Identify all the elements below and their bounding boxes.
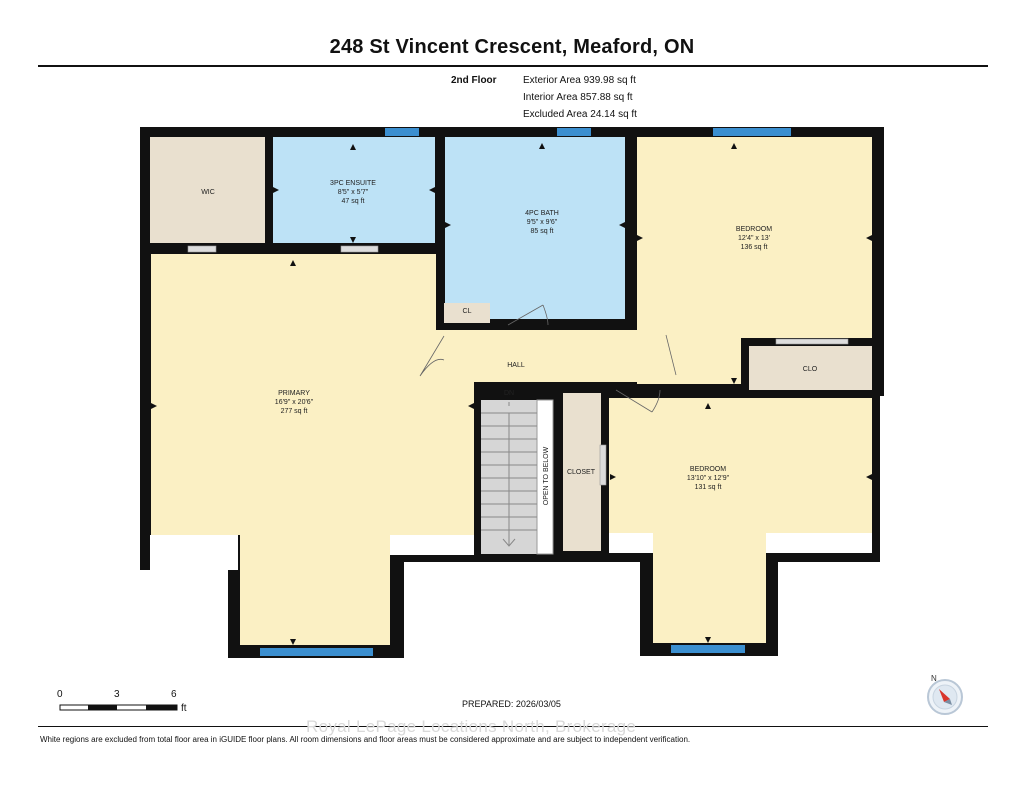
bedroom-2-area: 131 sq ft xyxy=(695,484,722,491)
scale-unit: ft xyxy=(181,703,187,714)
ensuite-area: 47 sq ft xyxy=(342,198,365,205)
floor-label: 2nd Floor xyxy=(451,75,497,86)
exterior-area: Exterior Area 939.98 sq ft xyxy=(523,75,636,86)
compass-north-label: N xyxy=(931,674,937,683)
label-wic: WIC xyxy=(201,189,215,196)
label-primary: PRIMARY xyxy=(278,390,310,397)
open-to-below xyxy=(536,399,554,555)
label-bedroom-1: BEDROOM xyxy=(736,226,772,233)
doors xyxy=(187,245,849,486)
watermark: Royal LePage Locations North, Brokerage xyxy=(306,717,637,736)
compass: N xyxy=(922,672,968,723)
excluded-region xyxy=(766,533,872,553)
room-bedroom-1 xyxy=(637,137,872,338)
label-cl: CL xyxy=(463,308,472,315)
room-clo xyxy=(749,346,872,390)
excluded-region xyxy=(609,533,653,553)
label-clo: CLO xyxy=(803,366,818,373)
excluded-area: Excluded Area 24.14 sq ft xyxy=(523,109,637,120)
compass-icon: N xyxy=(927,674,963,715)
room-4pc-bath xyxy=(445,137,625,319)
primary-area: 277 sq ft xyxy=(281,408,308,415)
area-summary: Exterior Area 939.98 sq ft Interior Area… xyxy=(523,72,637,123)
room-ensuite xyxy=(273,137,435,243)
room-hall xyxy=(444,330,666,382)
room-bedroom-2 xyxy=(609,398,872,643)
label-bedroom-2: BEDROOM xyxy=(690,466,726,473)
interior-area: Interior Area 857.88 sq ft xyxy=(523,92,633,103)
excluded-region xyxy=(390,535,474,555)
disclaimer: White regions are excluded from total fl… xyxy=(40,735,691,744)
room-primary xyxy=(151,254,474,645)
bedroom-1-area: 136 sq ft xyxy=(741,244,768,251)
room-cl xyxy=(444,303,490,323)
label-closet: CLOSET xyxy=(567,469,596,476)
label-ensuite: 3PC ENSUITE xyxy=(330,180,376,187)
page-title: 248 St Vincent Crescent, Meaford, ON xyxy=(329,36,695,58)
stair-treads xyxy=(481,402,537,547)
windows xyxy=(260,128,791,656)
bedroom-2-dims: 13'10" x 12'9" xyxy=(687,475,730,482)
room-closet xyxy=(563,393,601,551)
scale-tick-0: 0 xyxy=(57,689,63,700)
header-rule xyxy=(38,65,988,67)
ensuite-dims: 8'5" x 5'7" xyxy=(338,189,369,196)
bath-dims: 9'5" x 9'6" xyxy=(527,219,558,226)
scale-tick-3: 3 xyxy=(114,689,120,700)
prepared-date: PREPARED: 2026/03/05 xyxy=(462,699,561,709)
label-dn: DN xyxy=(504,390,514,397)
label-hall: HALL xyxy=(507,362,525,369)
footer-rule xyxy=(38,726,988,727)
door-swings xyxy=(419,304,677,413)
label-open-to-below: OPEN TO BELOW xyxy=(543,446,550,505)
primary-dims: 16'9" x 20'6" xyxy=(275,399,314,406)
scale-bar xyxy=(59,704,178,711)
bedroom-1-dims: 12'4" x 13' xyxy=(738,235,770,242)
scale-tick-6: 6 xyxy=(171,689,177,700)
excluded-region xyxy=(150,535,238,570)
bath-area: 85 sq ft xyxy=(531,228,554,235)
dimension-arrows xyxy=(151,143,872,645)
room-wic xyxy=(150,137,265,243)
label-4pc-bath: 4PC BATH xyxy=(525,210,559,217)
